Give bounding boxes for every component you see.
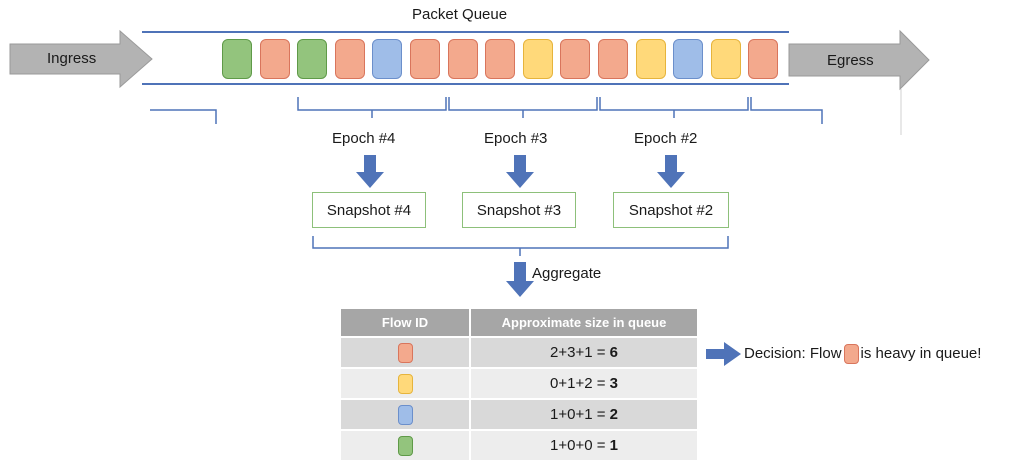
bracket-epoch-4 bbox=[297, 97, 447, 118]
snapshot-4-box: Snapshot #4 bbox=[312, 192, 426, 228]
packet-red bbox=[485, 39, 515, 79]
table-row: 2+3+1 = 6 bbox=[341, 338, 697, 367]
size-cell: 1+0+0 = 1 bbox=[469, 431, 697, 460]
size-expression: 1+0+0 = bbox=[550, 437, 610, 454]
table-header-approx-size: Approximate size in queue bbox=[469, 309, 697, 336]
packet-green bbox=[297, 39, 327, 79]
packet-yellow bbox=[523, 39, 553, 79]
bracket-epoch-2 bbox=[599, 97, 749, 118]
epoch-2-label: Epoch #2 bbox=[634, 130, 698, 147]
flow-id-cell bbox=[341, 431, 469, 460]
packet-red bbox=[748, 39, 778, 79]
size-cell: 0+1+2 = 3 bbox=[469, 369, 697, 398]
packet-red bbox=[448, 39, 478, 79]
size-expression: 2+3+1 = bbox=[550, 344, 610, 361]
flow-swatch-green bbox=[397, 435, 413, 456]
packet-red bbox=[260, 39, 290, 79]
decision-text: Decision: Flow is heavy in queue! bbox=[744, 344, 981, 364]
bracket-left-partial bbox=[150, 109, 217, 124]
size-total: 6 bbox=[609, 344, 618, 361]
size-total: 3 bbox=[609, 375, 618, 392]
egress-arrow bbox=[788, 29, 930, 91]
packet-green bbox=[222, 39, 252, 79]
aggregate-bracket bbox=[312, 236, 729, 256]
ingress-arrow bbox=[9, 29, 153, 89]
packet-blue bbox=[372, 39, 402, 79]
size-expression: 0+1+2 = bbox=[550, 375, 610, 392]
decision-suffix: is heavy in queue! bbox=[860, 344, 982, 362]
table-row: 1+0+1 = 2 bbox=[341, 400, 697, 429]
epoch-2-down-arrow bbox=[657, 155, 685, 188]
flow-swatch-red bbox=[397, 342, 413, 363]
size-expression: 1+0+1 = bbox=[550, 406, 610, 423]
bracket-right-partial bbox=[750, 97, 823, 124]
flow-id-cell bbox=[341, 338, 469, 367]
aggregate-label: Aggregate bbox=[532, 265, 602, 282]
packet-yellow bbox=[711, 39, 741, 79]
queue-title: Packet Queue bbox=[412, 6, 508, 23]
packet-red bbox=[560, 39, 590, 79]
bracket-epoch-3 bbox=[448, 97, 598, 118]
packet-red bbox=[335, 39, 365, 79]
aggregate-down-arrow bbox=[506, 262, 534, 297]
packet-queue-box bbox=[142, 31, 789, 85]
packet-blue bbox=[673, 39, 703, 79]
egress-label: Egress bbox=[827, 52, 874, 69]
table-row: 0+1+2 = 3 bbox=[341, 369, 697, 398]
decision-arrow bbox=[706, 342, 741, 366]
ingress-label: Ingress bbox=[47, 50, 97, 67]
snapshot-2-box: Snapshot #2 bbox=[613, 192, 729, 228]
packet-yellow bbox=[636, 39, 666, 79]
flow-swatch-blue bbox=[397, 404, 413, 425]
decision-prefix: Decision: Flow bbox=[744, 344, 842, 362]
epoch-3-down-arrow bbox=[506, 155, 534, 188]
size-cell: 2+3+1 = 6 bbox=[469, 338, 697, 367]
size-total: 2 bbox=[609, 406, 618, 423]
epoch-4-label: Epoch #4 bbox=[332, 130, 396, 147]
epoch-3-label: Epoch #3 bbox=[484, 130, 548, 147]
packet-red bbox=[598, 39, 628, 79]
flow-swatch-yellow bbox=[397, 373, 413, 394]
flow-size-table: Flow ID Approximate size in queue 2+3+1 … bbox=[341, 307, 697, 462]
decision-flow-swatch bbox=[843, 344, 859, 364]
epoch-4-down-arrow bbox=[356, 155, 384, 188]
flow-id-cell bbox=[341, 400, 469, 429]
size-total: 1 bbox=[609, 437, 618, 454]
table-header-flow-id: Flow ID bbox=[341, 309, 469, 336]
snapshot-3-box: Snapshot #3 bbox=[462, 192, 576, 228]
size-cell: 1+0+1 = 2 bbox=[469, 400, 697, 429]
table-row: 1+0+0 = 1 bbox=[341, 431, 697, 460]
packet-red bbox=[410, 39, 440, 79]
flow-id-cell bbox=[341, 369, 469, 398]
